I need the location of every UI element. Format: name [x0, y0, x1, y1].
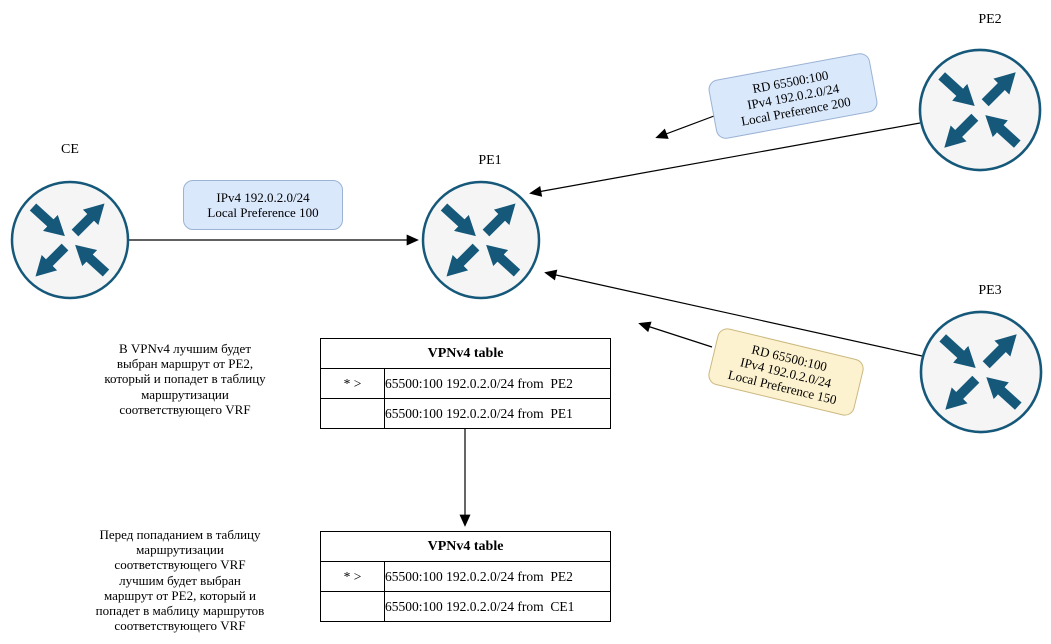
arrow-pe2-advertisement [655, 115, 715, 139]
node-label-pe2: PE2 [978, 12, 1002, 27]
node-label-pe3: PE3 [978, 283, 1002, 298]
table-2-title: VPNv4 table [319, 531, 612, 562]
best-route-flag: * > [320, 561, 385, 592]
router-pe2-icon [920, 50, 1040, 170]
router-pe3-icon [921, 312, 1041, 432]
table-row: 65500:100 192.0.2.0/24 from PE1 [320, 398, 612, 429]
best-route-flag: * > [320, 368, 385, 399]
note-vrf-selection: Перед попаданием в таблицу маршрутизации… [95, 527, 265, 634]
arrow-pe2-to-pe1 [529, 122, 921, 197]
arrow-pe3-advertisement [638, 321, 713, 348]
route-entry: 65500:100 192.0.2.0/24 from CE1 [383, 591, 612, 622]
route-entry: 65500:100 192.0.2.0/24 from PE2 [383, 561, 612, 592]
table-row: * > 65500:100 192.0.2.0/24 from PE2 [320, 561, 612, 592]
route-entry: 65500:100 192.0.2.0/24 from PE1 [383, 398, 612, 429]
table-row: 65500:100 192.0.2.0/24 from CE1 [320, 591, 612, 622]
table-1-title: VPNv4 table [319, 338, 612, 369]
router-pe1-icon [423, 182, 539, 298]
node-label-ce: CE [61, 142, 79, 157]
router-ce-icon [12, 182, 128, 298]
arrow-pe3-to-pe1 [544, 269, 923, 357]
vpnv4-table-2: VPNv4 table * > 65500:100 192.0.2.0/24 f… [319, 531, 612, 622]
node-label-pe1: PE1 [478, 153, 502, 168]
route-entry: 65500:100 192.0.2.0/24 from PE2 [383, 368, 612, 399]
message-ce-to-pe1: IPv4 192.0.2.0/24 Local Preference 100 [183, 180, 343, 230]
vpnv4-table-1: VPNv4 table * > 65500:100 192.0.2.0/24 f… [319, 338, 612, 429]
table-row: * > 65500:100 192.0.2.0/24 from PE2 [320, 368, 612, 399]
note-vpnv4-selection: В VPNv4 лучшим будет выбран маршрут от P… [104, 341, 266, 417]
best-route-flag [320, 591, 385, 622]
best-route-flag [320, 398, 385, 429]
